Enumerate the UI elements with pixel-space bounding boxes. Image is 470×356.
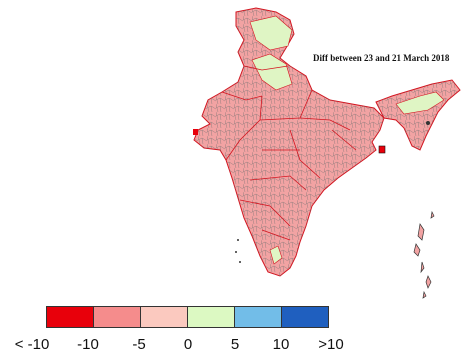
legend-swatch-gt-10 [282,307,328,327]
district-lines [194,8,384,276]
south-positive-patch [269,245,283,265]
legend-label: 10 [272,336,290,353]
legend-swatch-5-10 [235,307,282,327]
island-group [413,210,435,299]
legend-swatch-lt-minus10 [47,307,94,327]
state-borders [221,65,357,241]
legend-label: 0 [183,336,193,353]
legend-swatch-0-5 [188,307,235,327]
northeast-positive-patch [395,91,445,115]
legend-swatch-minus5-0 [141,307,188,327]
north-positive-patch-2 [251,53,293,91]
legend-label: -10 [77,336,99,353]
legend-label: -5 [132,336,146,353]
northeast-marker [426,121,430,125]
legend-label: 5 [230,336,240,353]
east-coast-highlight [378,145,386,154]
legend-label: >10 [318,336,344,353]
legend-label: < -10 [14,336,50,353]
map-title: Diff between 23 and 21 March 2018 [313,53,450,63]
lakshadweep-islands [235,239,241,263]
color-legend [46,306,329,328]
north-positive-patch-1 [249,15,293,51]
west-coast-highlight [193,129,198,135]
legend-swatch-minus10-minus5 [94,307,141,327]
legend-labels: < -10 -10 -5 0 5 10 >10 [0,336,470,356]
